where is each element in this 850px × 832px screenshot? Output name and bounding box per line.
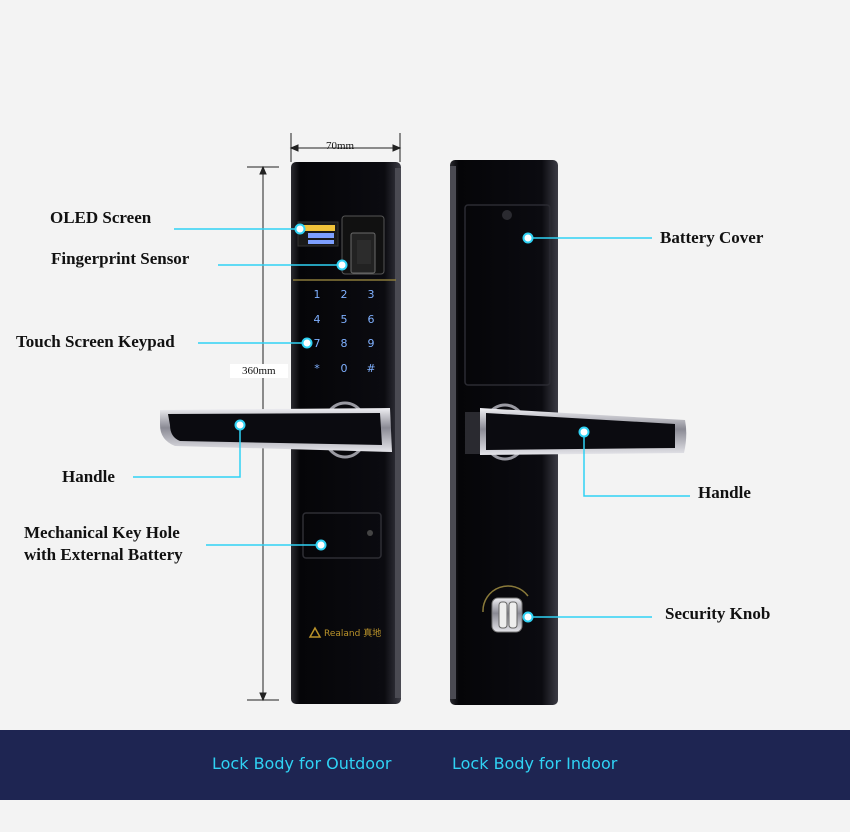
- product-diagram: 1 2 3 4 5 6 7 8 9 * 0 # Realand 真地: [16, 133, 771, 705]
- key-hash[interactable]: #: [366, 362, 375, 375]
- footer-band: Lock Body for Outdoor Lock Body for Indo…: [0, 730, 850, 800]
- key-0[interactable]: 0: [341, 362, 348, 375]
- callout-lines: [133, 223, 690, 623]
- key-8[interactable]: 8: [341, 337, 348, 350]
- oled-screen-label: OLED Screen: [50, 208, 152, 227]
- key-hole-label-line2: with External Battery: [24, 545, 183, 564]
- brand-logo: Realand 真地: [324, 627, 381, 639]
- outdoor-handle[interactable]: [160, 401, 392, 459]
- key-3[interactable]: 3: [368, 288, 375, 301]
- indoor-caption: Lock Body for Indoor: [452, 754, 618, 773]
- touch-keypad-label: Touch Screen Keypad: [16, 332, 175, 351]
- outdoor-caption: Lock Body for Outdoor: [212, 754, 392, 773]
- indoor-handle-label: Handle: [698, 483, 751, 502]
- key-6[interactable]: 6: [368, 313, 375, 326]
- key-1[interactable]: 1: [314, 288, 321, 301]
- height-label: 360mm: [230, 364, 288, 378]
- bottom-margin: [0, 800, 850, 832]
- indoor-handle[interactable]: [465, 403, 687, 461]
- touch-keypad: 1 2 3 4 5 6 7 8 9 * 0 #: [314, 288, 376, 375]
- key-9[interactable]: 9: [368, 337, 375, 350]
- fingerprint-sensor-label: Fingerprint Sensor: [51, 249, 190, 268]
- width-dimension: [289, 133, 402, 162]
- security-knob-label: Security Knob: [665, 604, 771, 623]
- key-2[interactable]: 2: [341, 288, 348, 301]
- outdoor-lock: 1 2 3 4 5 6 7 8 9 * 0 # Realand 真地: [160, 162, 401, 704]
- key-star[interactable]: *: [314, 362, 320, 375]
- indoor-lock: [450, 160, 687, 705]
- key-4[interactable]: 4: [314, 313, 321, 326]
- key-hole-label-line1: Mechanical Key Hole: [24, 523, 180, 542]
- outdoor-handle-label: Handle: [62, 467, 115, 486]
- security-knob[interactable]: [482, 585, 529, 633]
- lock-illustration: 1 2 3 4 5 6 7 8 9 * 0 # Realand 真地: [133, 133, 690, 705]
- key-5[interactable]: 5: [341, 313, 348, 326]
- key-7[interactable]: 7: [314, 337, 321, 350]
- width-label: 70mm: [326, 140, 355, 152]
- battery-cover-label: Battery Cover: [660, 228, 764, 247]
